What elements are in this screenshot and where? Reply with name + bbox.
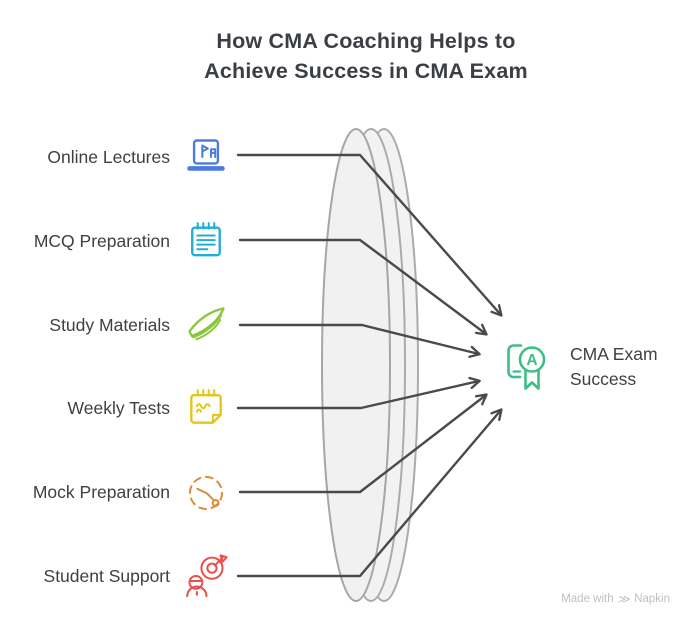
lens-front-ellipse [321,128,391,602]
connector-study-materials [238,323,481,358]
fanned-pages-icon [184,303,228,347]
item-label: Weekly Tests [67,398,170,418]
connector-lines [236,153,503,578]
list-item-student-support: Student Support [0,554,240,598]
napkin-logo-icon: ≫ [616,592,632,606]
result-label: CMA Exam Success [570,342,658,392]
lens-shape [321,128,419,602]
item-label: Online Lectures [47,147,170,167]
item-label: MCQ Preparation [33,231,170,251]
item-label: Study Materials [49,315,170,335]
result-label-line2: Success [570,369,637,389]
test-notepad-icon [184,386,228,430]
page-title-line2: Achieve Success in CMA Exam [204,59,528,83]
list-item-online-lectures: Online Lectures [0,135,240,179]
watermark-prefix: Made with [561,593,614,605]
item-label: Mock Preparation [32,482,170,502]
connector-mcq-preparation [238,238,488,336]
student-target-icon [184,554,228,598]
list-item-mock-preparation: Mock Preparation [0,470,240,514]
notepad-lines-icon [184,219,228,263]
result-label-line1: CMA Exam [570,344,658,364]
list-item-study-materials: Study Materials [0,303,240,347]
list-item-mcq-preparation: MCQ Preparation [0,219,240,263]
page-title: How CMA Coaching Helps to Achieve Succes… [36,26,696,86]
list-item-weekly-tests: Weekly Tests [0,386,240,430]
connector-student-support [236,408,503,578]
connector-online-lectures [236,153,503,317]
watermark: Made with ≫ Napkin [561,592,670,606]
dashed-clock-icon [184,470,228,514]
medal-letter: A [526,352,537,369]
book-medal-icon: A [502,338,550,396]
page-title-line1: How CMA Coaching Helps to [216,29,516,53]
laptop-lecture-icon [184,135,228,179]
watermark-brand: Napkin [634,593,670,605]
connector-mock-preparation [238,393,488,494]
item-label: Student Support [43,566,170,586]
connector-weekly-tests [236,376,481,410]
